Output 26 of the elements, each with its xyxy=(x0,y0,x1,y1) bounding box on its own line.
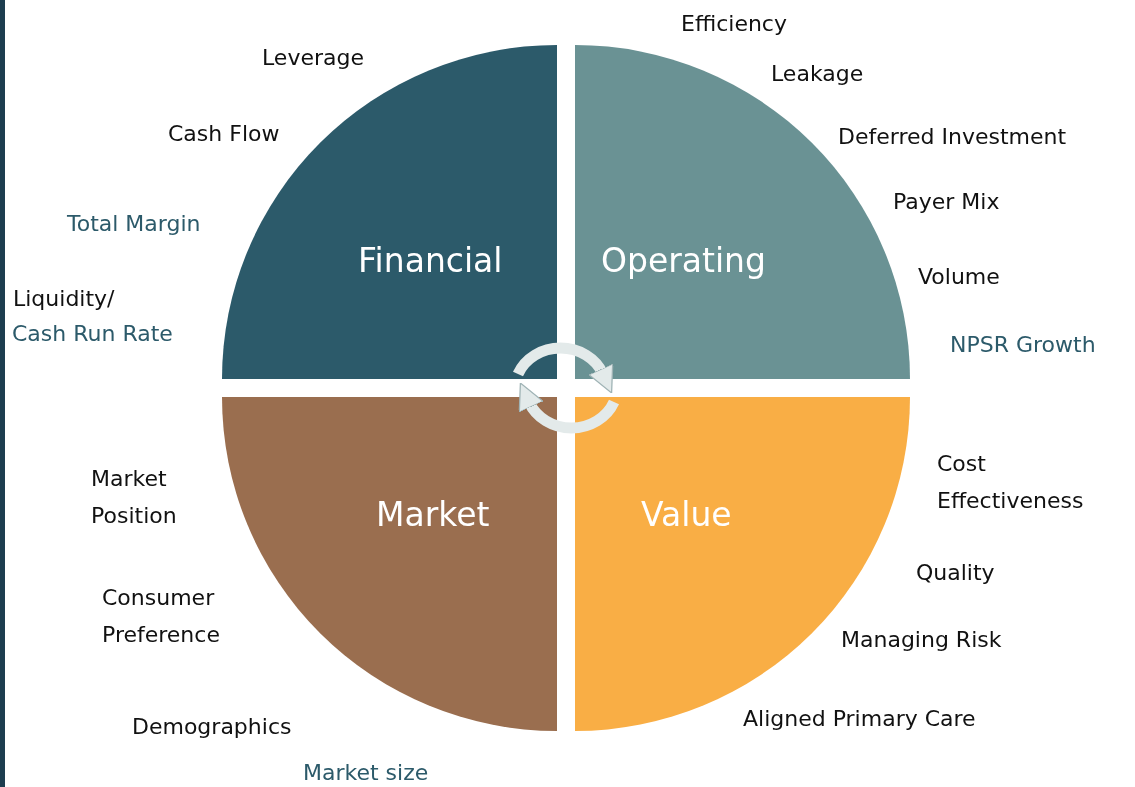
metric-label: Total Margin xyxy=(67,210,201,238)
cycle-arrow xyxy=(518,383,619,434)
metric-label: Consumer Preference xyxy=(102,584,221,649)
quadrant-segment xyxy=(222,45,557,379)
metric-label: Aligned Primary Care xyxy=(743,705,976,733)
metric-label: Efficiency xyxy=(681,10,787,38)
quadrant-title: Operating xyxy=(601,241,766,280)
metric-label: Deferred Investment xyxy=(838,123,1067,151)
metric-label: Managing Risk xyxy=(841,626,1002,654)
metric-label: Cash Flow xyxy=(168,120,280,148)
metric-label: Leverage xyxy=(262,44,364,72)
metric-label: Payer Mix xyxy=(893,188,1000,216)
metric-label: NPSR Growth xyxy=(950,331,1096,359)
metric-label: Quality xyxy=(916,559,995,587)
metric-label: Market Position xyxy=(91,465,178,530)
quadrant-title: Value xyxy=(641,495,732,534)
metric-label: Liquidity/ xyxy=(13,285,115,313)
metric-label: Cash Run Rate xyxy=(12,320,173,348)
metric-label: Market size xyxy=(303,759,429,787)
metric-label: Cost Effectiveness xyxy=(937,450,1085,515)
quadrant-title: Market xyxy=(376,495,490,534)
quadrant-title: Financial xyxy=(358,241,503,280)
metric-label: Demographics xyxy=(132,713,292,741)
metric-label: Leakage xyxy=(771,60,864,88)
metric-label: Volume xyxy=(918,263,1000,291)
cycle-arrow xyxy=(513,342,614,393)
